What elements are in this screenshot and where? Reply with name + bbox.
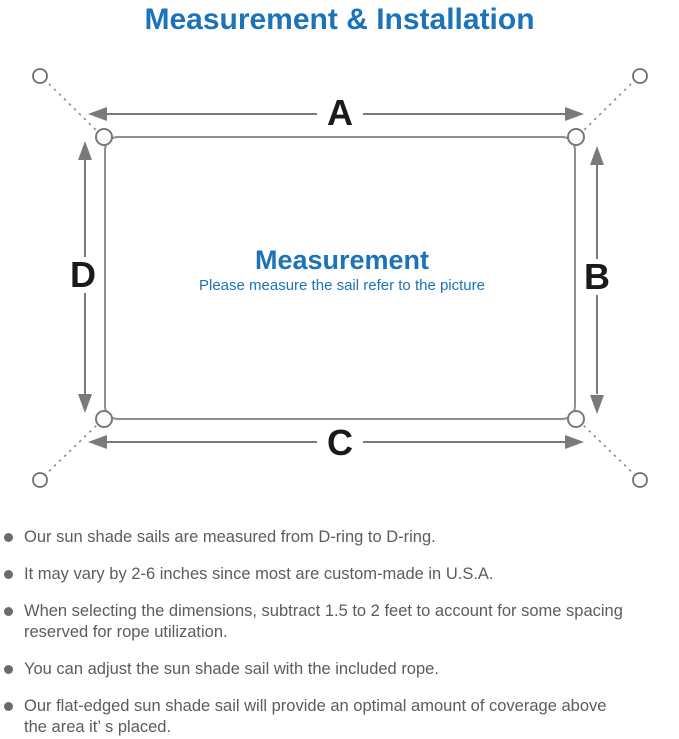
arrowhead-left-icon xyxy=(88,107,107,121)
bullet-dot-icon xyxy=(4,702,13,711)
page-title: Measurement & Installation xyxy=(144,3,535,36)
rope-top-right xyxy=(579,78,637,135)
note-text: Our sun shade sails are measured from D-… xyxy=(24,528,436,546)
bullet-dot-icon xyxy=(4,607,13,616)
dimension-arrow-c xyxy=(88,435,584,449)
arrowhead-up-icon xyxy=(590,146,604,165)
measurement-diagram: A C D B Measurement Please measure the s… xyxy=(32,68,648,488)
list-item: When selecting the dimensions, subtract … xyxy=(0,601,675,643)
list-item: Our flat-edged sun shade sail will provi… xyxy=(0,696,675,738)
arrowhead-right-icon xyxy=(565,435,584,449)
anchor-points xyxy=(32,68,648,488)
note-text: It may vary by 2-6 inches since most are… xyxy=(24,565,494,583)
anchor-bottom-right-icon xyxy=(632,472,648,488)
list-item: It may vary by 2-6 inches since most are… xyxy=(0,564,675,585)
bullet-dot-icon xyxy=(4,570,13,579)
dimension-arrow-b xyxy=(590,146,604,414)
note-text: reserved for rope utilization. xyxy=(24,623,228,641)
note-text: Our flat-edged sun shade sail will provi… xyxy=(24,697,607,715)
list-item: Our sun shade sails are measured from D-… xyxy=(0,527,675,548)
dimension-label-b: B xyxy=(584,256,610,297)
diagram-caption-subtitle: Please measure the sail refer to the pic… xyxy=(199,277,485,294)
d-ring-top-left-icon xyxy=(95,128,113,146)
arrowhead-up-icon xyxy=(78,141,92,160)
sail-outline xyxy=(104,136,576,420)
d-ring-bottom-left-icon xyxy=(95,410,113,428)
dimension-label-a: A xyxy=(327,92,353,133)
bullet-dot-icon xyxy=(4,533,13,542)
d-ring-bottom-right-icon xyxy=(567,410,585,428)
note-text: When selecting the dimensions, subtract … xyxy=(24,602,623,620)
note-text: You can adjust the sun shade sail with t… xyxy=(24,660,439,678)
notes-list: Our sun shade sails are measured from D-… xyxy=(0,507,679,738)
bullet-dot-icon xyxy=(4,665,13,674)
list-item: You can adjust the sun shade sail with t… xyxy=(0,659,675,680)
anchor-top-right-icon xyxy=(632,68,648,84)
note-text: the area it’ s placed. xyxy=(24,718,172,736)
corner-d-rings xyxy=(95,128,585,428)
diagram-caption-title: Measurement xyxy=(255,245,429,275)
rope-top-left xyxy=(43,78,101,135)
dimension-label-c: C xyxy=(327,422,353,463)
anchor-top-left-icon xyxy=(32,68,48,84)
dimension-arrow-d xyxy=(78,141,92,413)
dimension-label-d: D xyxy=(70,254,96,295)
rope-bottom-right xyxy=(579,421,637,477)
rope-bottom-left xyxy=(43,421,101,477)
arrowhead-down-icon xyxy=(78,394,92,413)
dimension-arrow-a xyxy=(88,107,584,121)
arrowhead-down-icon xyxy=(590,395,604,414)
anchor-ropes xyxy=(43,78,637,477)
arrowhead-right-icon xyxy=(565,107,584,121)
anchor-bottom-left-icon xyxy=(32,472,48,488)
arrowhead-left-icon xyxy=(88,435,107,449)
d-ring-top-right-icon xyxy=(567,128,585,146)
